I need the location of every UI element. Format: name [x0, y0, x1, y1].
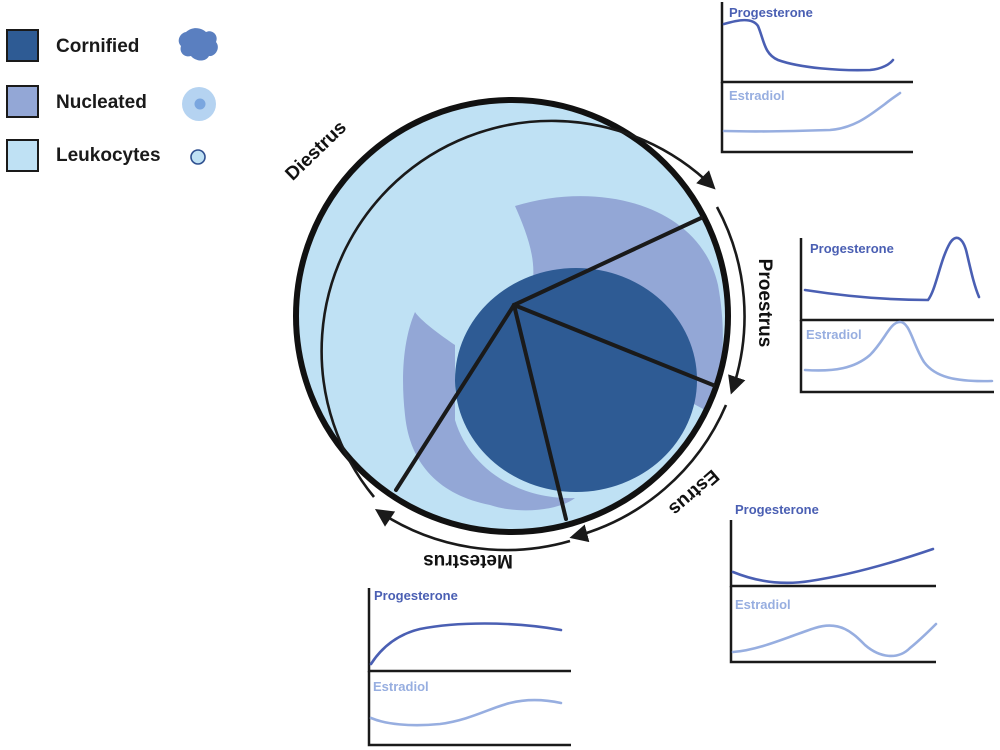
circle-outline — [293, 97, 731, 535]
divider-metestrus-diestrus — [394, 303, 516, 492]
nucleated-swatch — [6, 85, 39, 118]
estradiol-curve-metestrus — [369, 698, 563, 727]
estradiol-label-diestrus: Estradiol — [729, 88, 785, 103]
legend-item-leukocytes: Leukocytes — [6, 139, 206, 172]
estradiol-curve-proestrus — [803, 320, 994, 383]
legend-item-nucleated: Nucleated — [6, 85, 216, 121]
estradiol-axis-estrus — [729, 586, 936, 664]
hormone-panel-proestrus: Progesterone Estradiol — [799, 236, 994, 394]
leukocyte-icon — [190, 149, 206, 165]
leukocytes-swatch — [6, 139, 39, 172]
phase-label-estrus: Estrus — [664, 465, 722, 520]
legend-label-leukocytes: Leukocytes — [56, 145, 161, 166]
legend-label-cornified: Cornified — [56, 36, 139, 57]
divider-proestrus-estrus — [512, 303, 715, 387]
estradiol-axis-proestrus — [799, 320, 994, 394]
arrow-metestrus — [374, 508, 571, 552]
progesterone-label-metestrus: Progesterone — [374, 588, 458, 603]
phase-label-diestrus: Diestrus — [282, 117, 351, 185]
phase-label-proestrus: Proestrus — [754, 259, 775, 348]
cornified-swatch — [6, 29, 39, 62]
phase-dividers — [394, 216, 715, 521]
arrow-estrus — [569, 404, 728, 543]
progesterone-label-estrus: Progesterone — [735, 502, 819, 517]
legend-label-nucleated: Nucleated — [56, 92, 147, 113]
progesterone-curve-metestrus — [369, 622, 563, 666]
arrow-proestrus — [715, 206, 746, 395]
nucleated-region-lower — [403, 312, 575, 511]
estradiol-label-estrus: Estradiol — [735, 597, 791, 612]
cornified-region — [455, 268, 697, 492]
estradiol-label-proestrus: Estradiol — [806, 327, 862, 342]
arrow-diestrus — [320, 119, 716, 498]
progesterone-curve-estrus — [731, 547, 935, 585]
progesterone-curve-diestrus — [722, 18, 895, 72]
estradiol-curve-estrus — [731, 622, 938, 658]
cycle-arrows — [320, 119, 746, 552]
hormone-panel-estrus: Progesterone Estradiol — [729, 502, 938, 664]
nucleated-cell-icon — [182, 87, 216, 121]
phase-label-metestrus: Metestrus — [423, 550, 513, 571]
hormone-panel-diestrus: Progesterone Estradiol — [720, 2, 913, 154]
hormone-panel-metestrus: Progesterone Estradiol — [367, 588, 571, 747]
estradiol-axis-metestrus — [367, 671, 571, 747]
progesterone-curve-proestrus — [803, 236, 981, 302]
estradiol-curve-diestrus — [722, 91, 902, 133]
cycle-wheel — [293, 97, 731, 535]
progesterone-label-proestrus: Progesterone — [810, 241, 894, 256]
estradiol-label-metestrus: Estradiol — [373, 679, 429, 694]
progesterone-label-diestrus: Progesterone — [729, 5, 813, 20]
cornified-cell-icon — [178, 28, 218, 61]
estradiol-axis-diestrus — [720, 82, 913, 154]
legend-item-cornified: Cornified — [6, 28, 218, 62]
divider-diestrus-proestrus — [512, 216, 703, 307]
legend: Cornified Nucleated Leukocytes — [6, 28, 218, 172]
divider-estrus-metestrus — [512, 303, 568, 521]
